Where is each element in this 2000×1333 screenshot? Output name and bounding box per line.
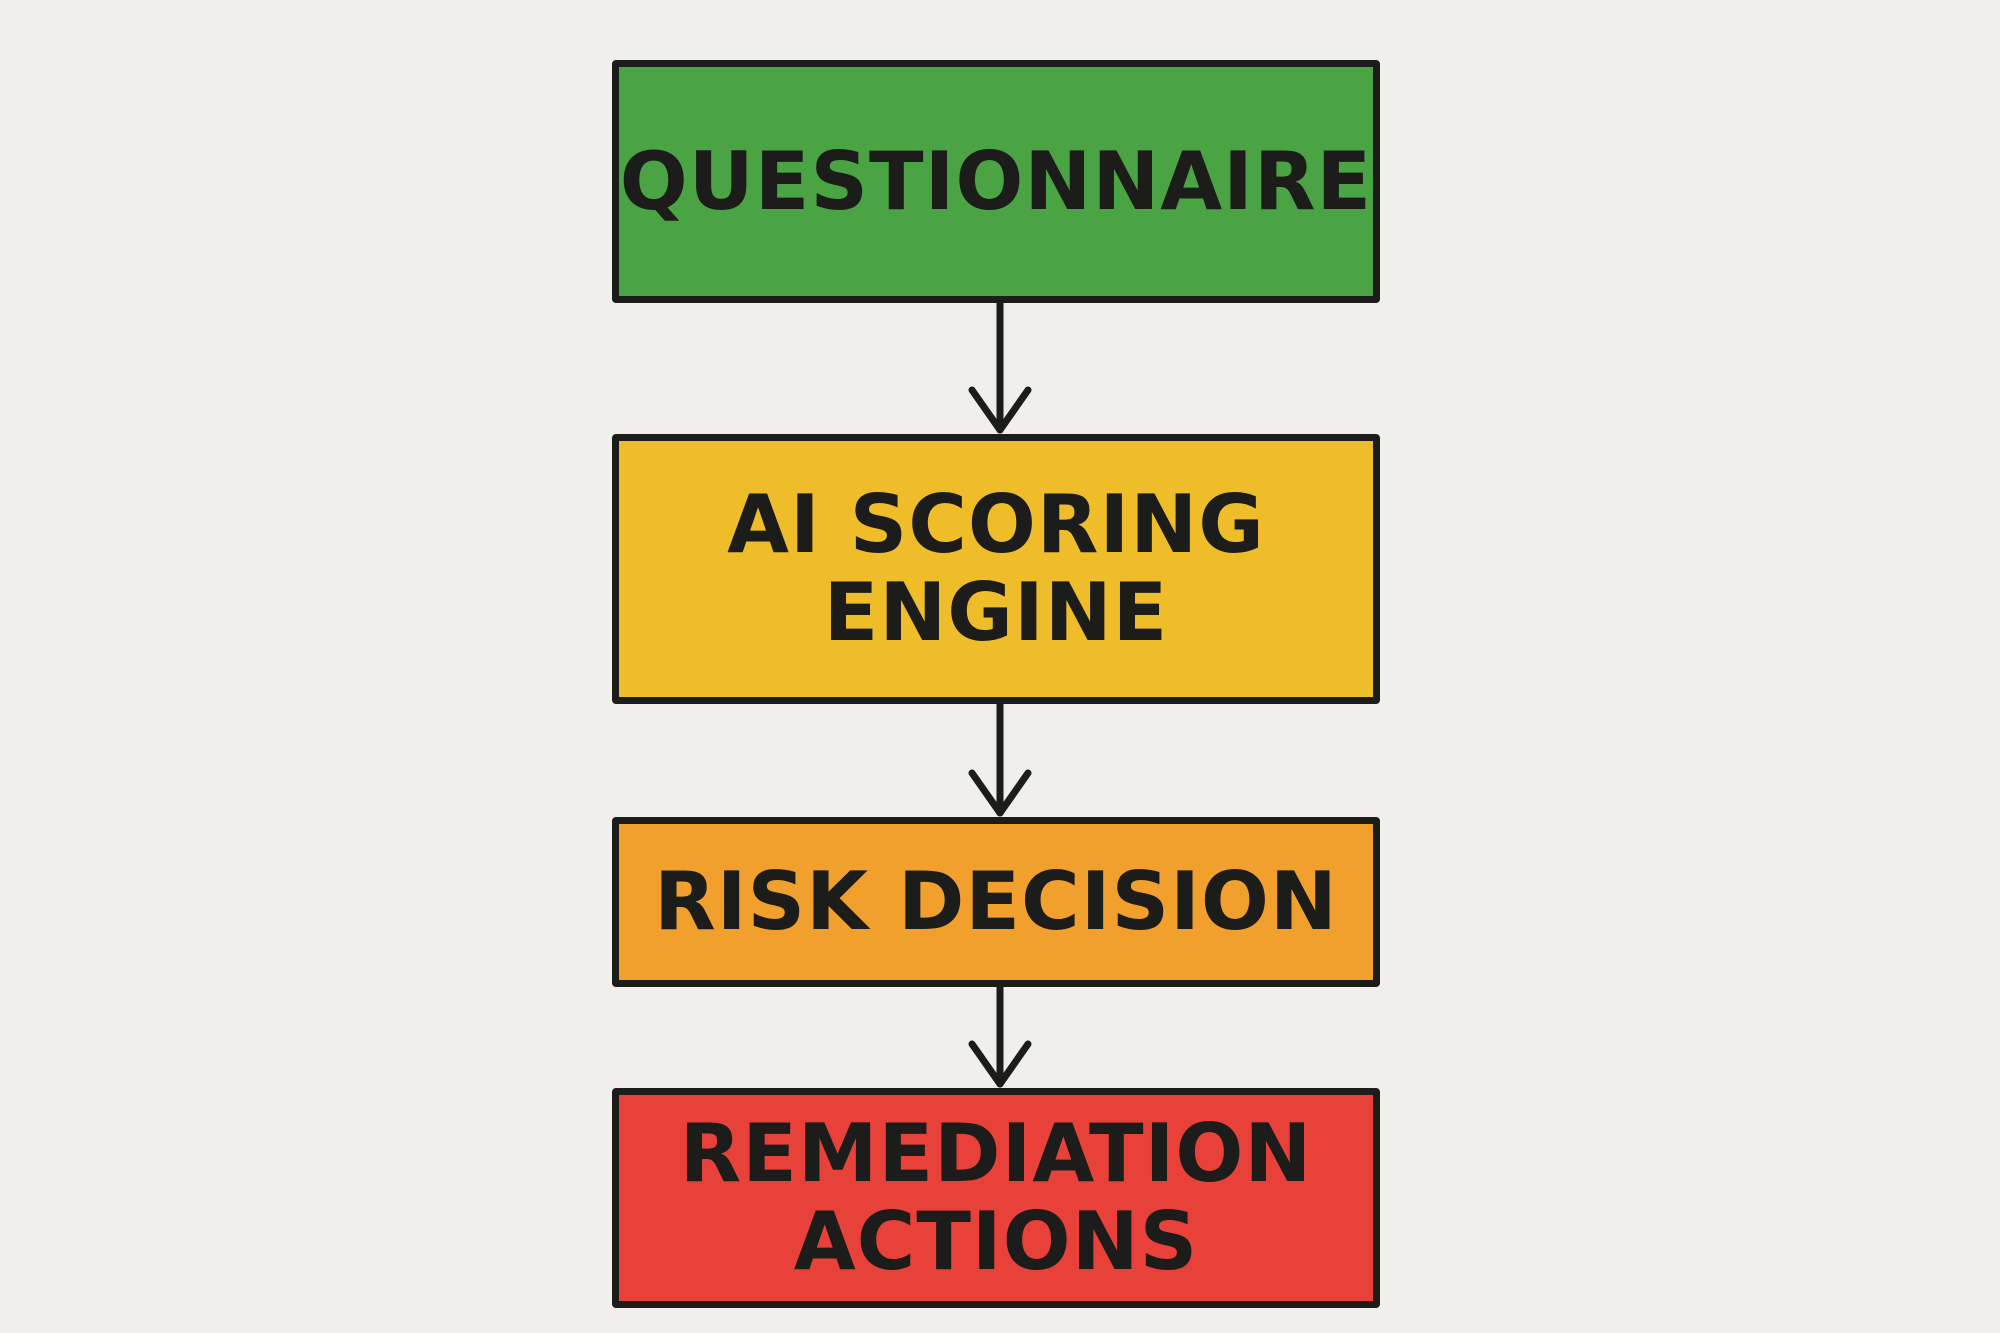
arrow-3-to-4 bbox=[968, 983, 1032, 1088]
step-questionnaire-box: QUESTIONNAIRE bbox=[612, 60, 1380, 303]
arrow-2-to-3 bbox=[968, 700, 1032, 817]
step-risk-decision-label: RISK DECISION bbox=[654, 855, 1338, 948]
step-ai-scoring-engine-box: AI SCORING ENGINE bbox=[612, 434, 1380, 704]
step-remediation-actions-box: REMEDIATION ACTIONS bbox=[612, 1088, 1380, 1308]
step-questionnaire-label: QUESTIONNAIRE bbox=[619, 134, 1373, 228]
step-ai-scoring-engine-label: AI SCORING ENGINE bbox=[727, 478, 1265, 659]
step-risk-decision-box: RISK DECISION bbox=[612, 817, 1380, 987]
arrow-1-to-2 bbox=[968, 299, 1032, 434]
step-remediation-actions-label: REMEDIATION ACTIONS bbox=[679, 1107, 1313, 1288]
